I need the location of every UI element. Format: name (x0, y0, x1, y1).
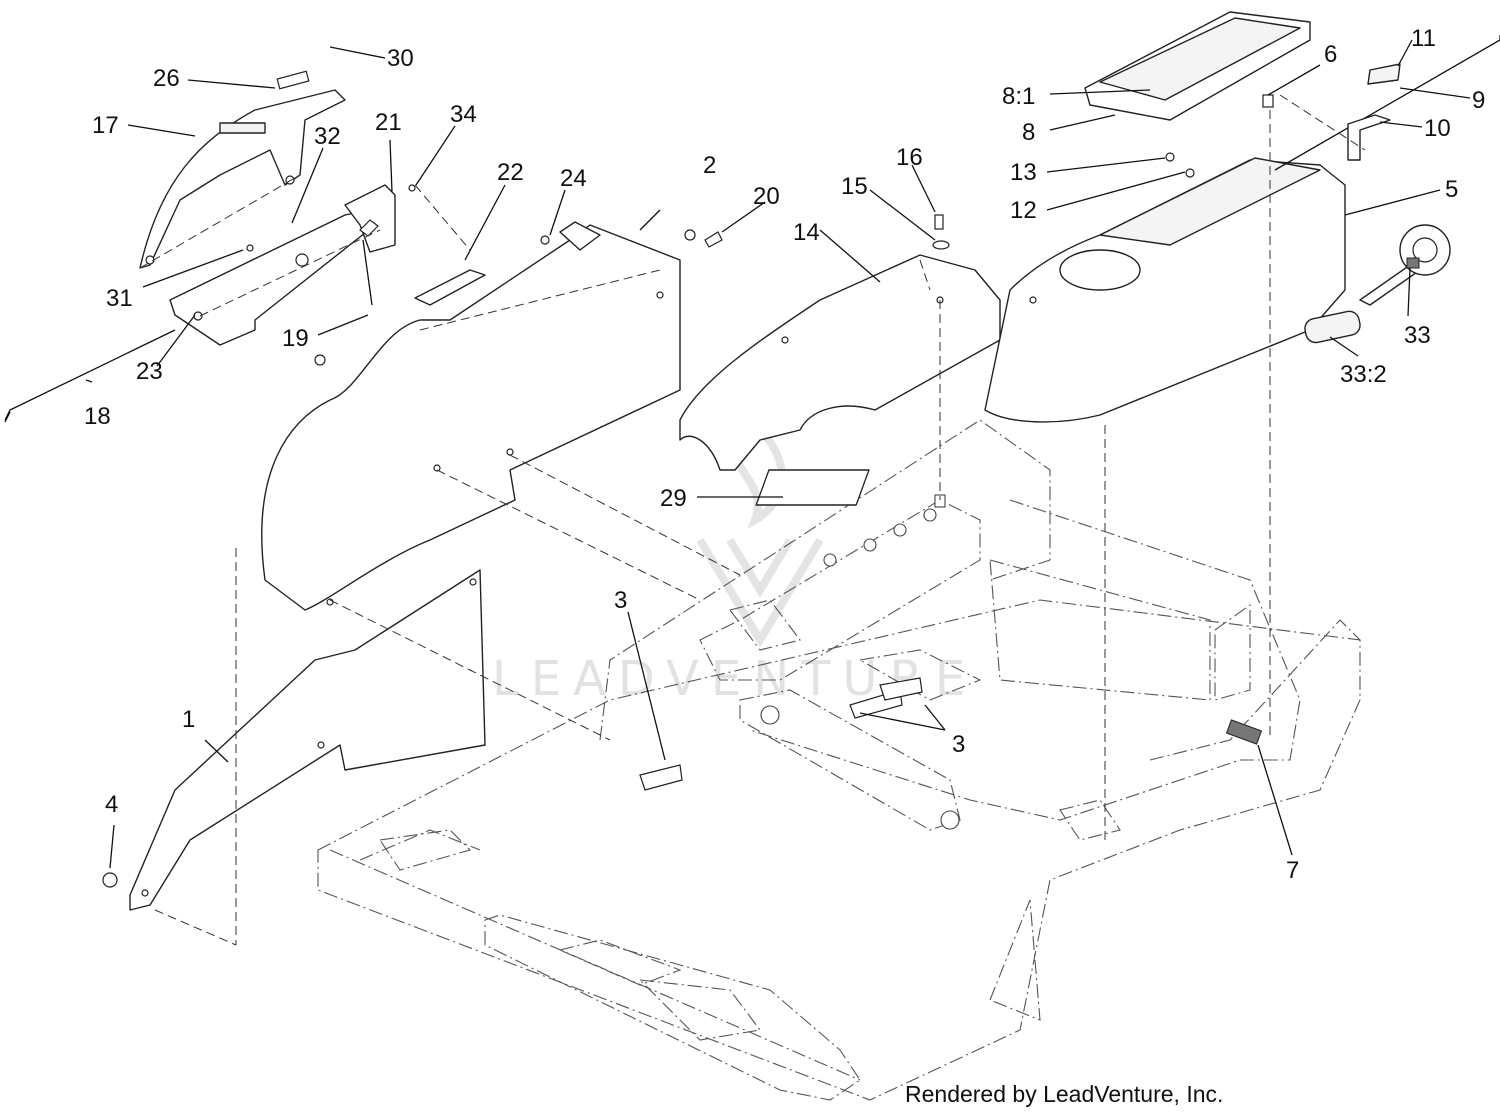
side-panel-part-1 (129, 569, 486, 911)
callout-6: 6 (1324, 41, 1337, 68)
callout-26: 26 (153, 65, 180, 92)
callout-8: 8 (1022, 119, 1035, 146)
seat-mount-rail (699, 494, 981, 830)
leader-lines (85, 39, 1471, 869)
callout-13: 13 (1010, 159, 1037, 186)
callout-15: 15 (841, 173, 868, 200)
decal-part-29 (755, 469, 870, 506)
callout-33-2: 33:2 (1340, 361, 1387, 388)
center-cover-part-14 (679, 254, 1001, 471)
callout-20: 20 (753, 183, 780, 210)
callout-7: 7 (1286, 857, 1299, 884)
callout-33: 33 (1404, 322, 1431, 349)
callout-3a: 3 (614, 587, 627, 614)
callout-34: 34 (450, 101, 477, 128)
watermark-text: LEADVENTURE (492, 651, 977, 707)
callout-24: 24 (560, 165, 587, 192)
callout-22: 22 (497, 159, 524, 186)
callout-labels: 1 2 3 3 4 5 6 7 8 8:1 9 10 11 12 13 14 1… (84, 25, 1485, 884)
callout-11: 11 (1411, 25, 1436, 52)
hardware-fasteners (102, 70, 1274, 888)
callout-8-1: 8:1 (1002, 83, 1035, 110)
rod-part-18-end (4, 411, 11, 423)
bracket-part-10 (1347, 114, 1391, 161)
callout-32: 32 (314, 123, 341, 150)
armrest-pad-part-8 (1084, 11, 1311, 121)
alignment-lines (139, 94, 1366, 946)
bracket-part-21 (169, 184, 396, 346)
callout-29: 29 (660, 485, 687, 512)
handle-part-17 (139, 89, 346, 269)
chassis-frame (317, 419, 1361, 1101)
callout-31: 31 (106, 285, 133, 312)
bracket-part-22 (414, 269, 486, 306)
grip-part-33-2 (1304, 310, 1361, 344)
callout-23: 23 (136, 358, 163, 385)
callout-1: 1 (182, 706, 195, 733)
callout-21: 21 (375, 109, 402, 136)
wrench-part-33 (1359, 224, 1451, 306)
credit-text: Rendered by LeadVenture, Inc. (905, 1081, 1223, 1107)
callout-9: 9 (1472, 87, 1485, 114)
right-console-part-5 (984, 157, 1346, 423)
callout-30: 30 (387, 45, 414, 72)
callout-18: 18 (84, 403, 111, 430)
callout-17: 17 (92, 112, 119, 139)
callout-3b: 3 (952, 731, 965, 758)
callout-12: 12 (1010, 197, 1037, 224)
callout-19: 19 (282, 325, 309, 352)
cap-part-11 (1367, 63, 1401, 85)
callout-5: 5 (1445, 176, 1458, 203)
front-deck-plate (484, 914, 861, 1101)
rod-part-9 (1274, 35, 1500, 171)
callout-4: 4 (105, 791, 118, 818)
callout-10: 10 (1424, 115, 1451, 142)
callout-14: 14 (793, 219, 820, 246)
rod-part-18 (4, 329, 176, 421)
callout-2: 2 (703, 152, 716, 179)
callout-16: 16 (896, 144, 923, 171)
